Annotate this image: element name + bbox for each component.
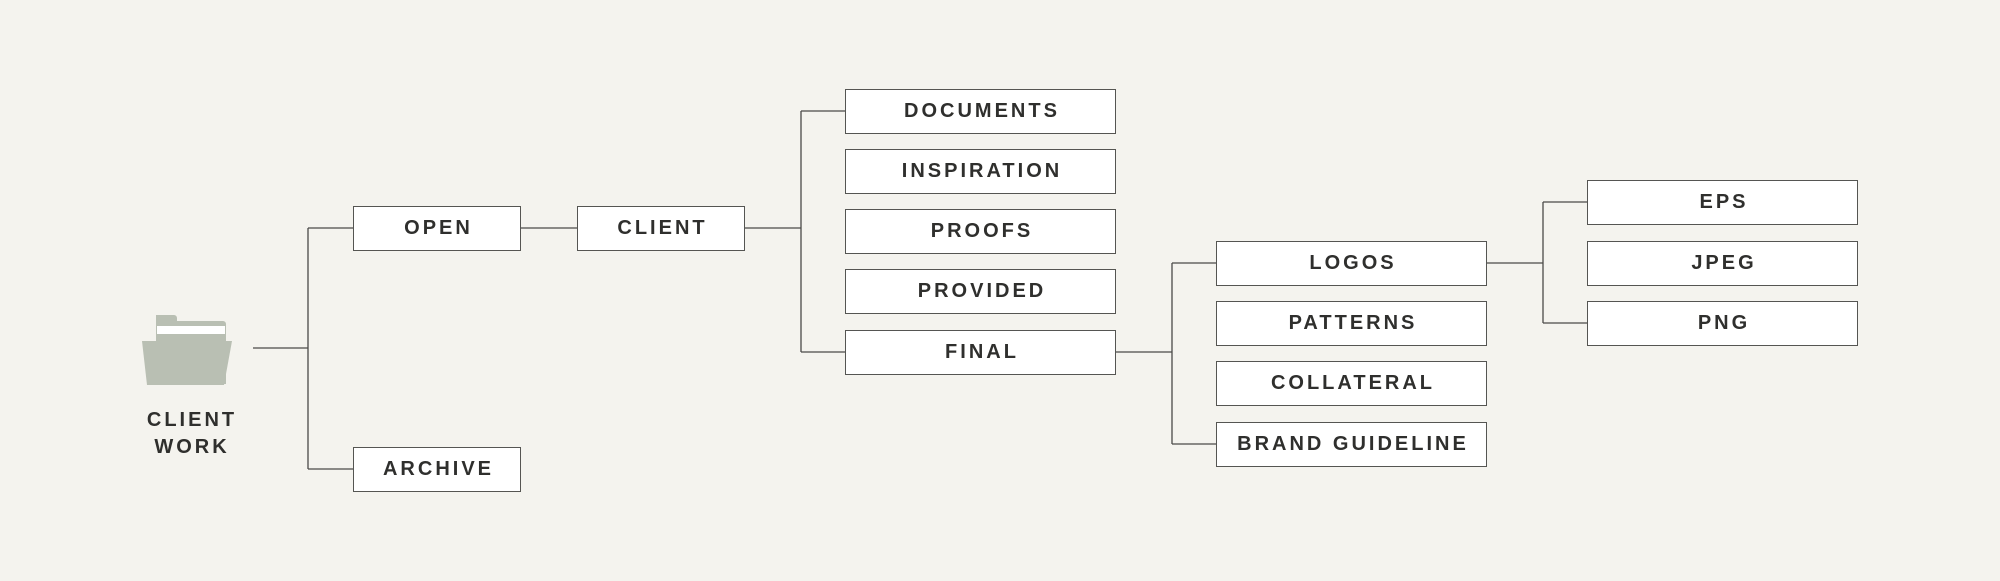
node-eps[interactable]: EPS — [1587, 180, 1858, 225]
node-documents[interactable]: DOCUMENTS — [845, 89, 1116, 134]
node-final[interactable]: FINAL — [845, 330, 1116, 375]
node-jpeg[interactable]: JPEG — [1587, 241, 1858, 286]
node-archive[interactable]: ARCHIVE — [353, 447, 521, 492]
root-label-line-2: WORK — [154, 436, 230, 458]
root-label-line-1: CLIENT — [146, 409, 238, 431]
folder-open-icon — [142, 315, 232, 385]
node-open[interactable]: OPEN — [353, 206, 521, 251]
node-collateral[interactable]: COLLATERAL — [1216, 361, 1487, 406]
node-provided[interactable]: PROVIDED — [845, 269, 1116, 314]
node-patterns[interactable]: PATTERNS — [1216, 301, 1487, 346]
root-label: CLIENT WORK — [110, 407, 274, 461]
node-client[interactable]: CLIENT — [577, 206, 745, 251]
node-proofs[interactable]: PROOFS — [845, 209, 1116, 254]
node-logos[interactable]: LOGOS — [1216, 241, 1487, 286]
node-brand-guideline[interactable]: BRAND GUIDELINE — [1216, 422, 1487, 467]
node-png[interactable]: PNG — [1587, 301, 1858, 346]
node-inspiration[interactable]: INSPIRATION — [845, 149, 1116, 194]
